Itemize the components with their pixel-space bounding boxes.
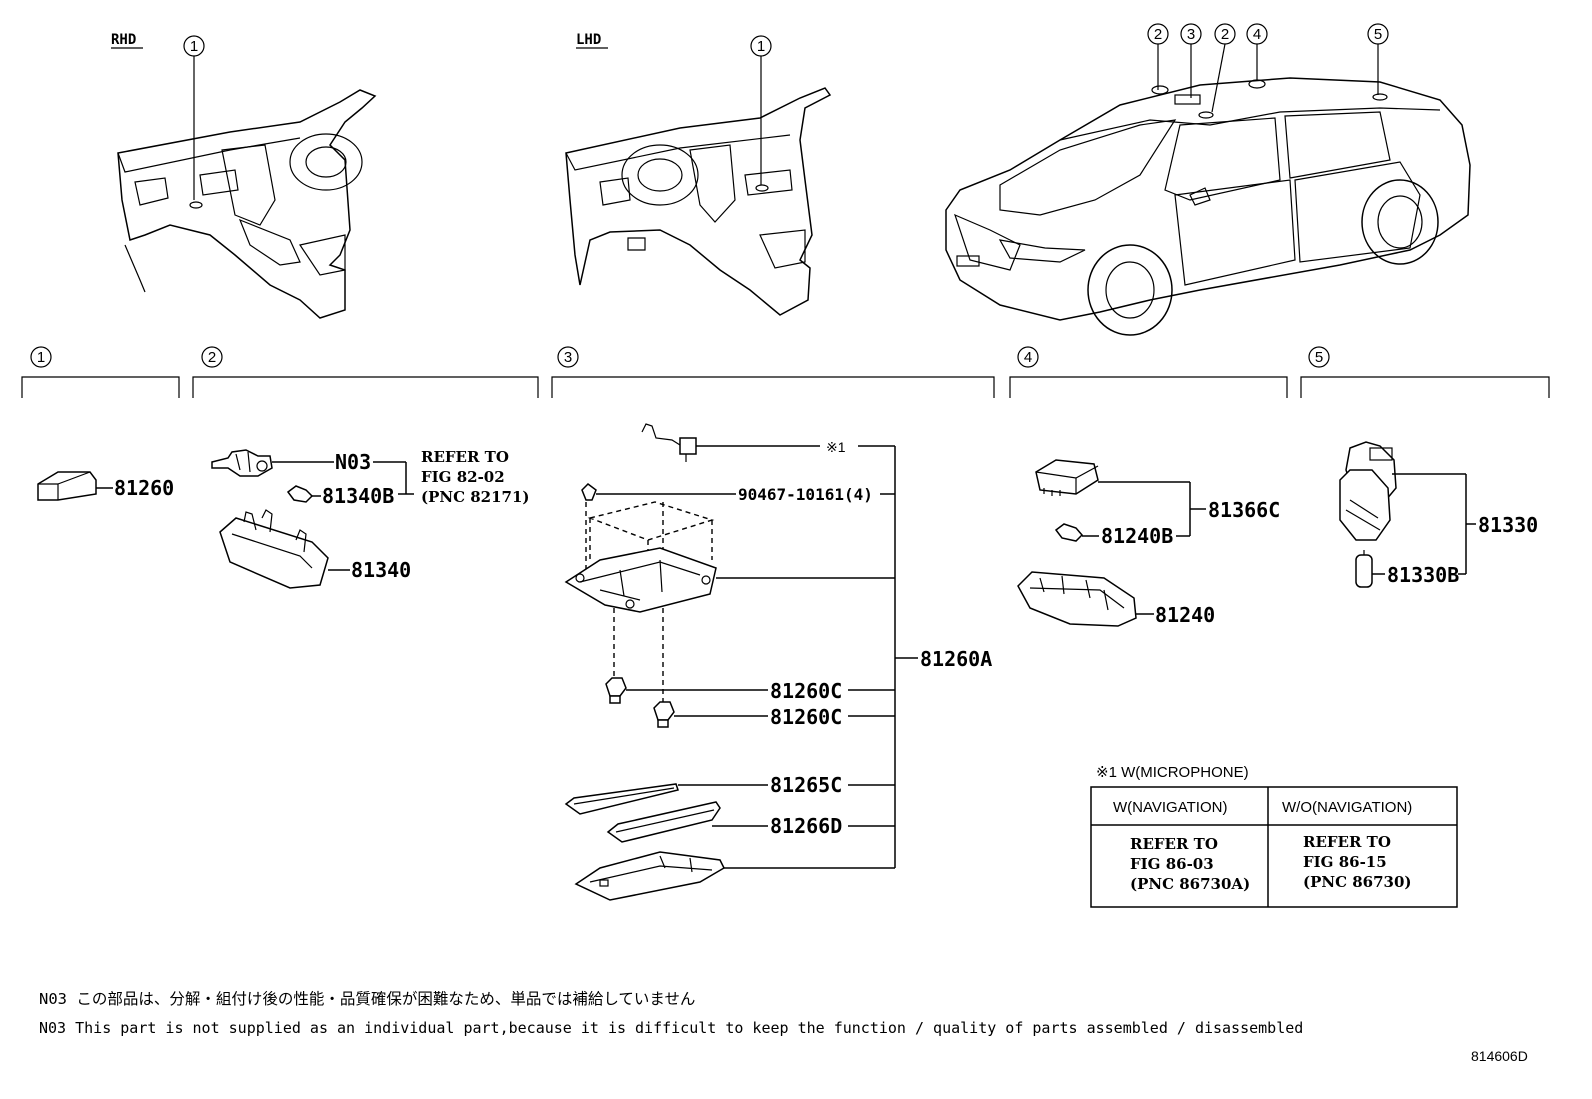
label-81240b: 81240B [1101, 524, 1173, 548]
part-81260a-cover [574, 851, 725, 901]
svg-text:1: 1 [757, 38, 765, 55]
label-81266d: 81266D [770, 814, 842, 838]
svg-text:2: 2 [1221, 26, 1229, 43]
lhd-callout-1: 1 [750, 35, 772, 185]
label-81330: 81330 [1478, 513, 1538, 537]
label-90467: 90467-10161(4) [738, 485, 873, 504]
part-81330b-bulb [1355, 550, 1373, 588]
footnote-english: N03 This part is not supplied as an indi… [39, 1019, 1303, 1037]
refer-1-line1: REFER TO [421, 448, 509, 466]
table-col2-header: W/O(NAVIGATION) [1282, 799, 1412, 816]
table-caption: ※1 W(MICROPHONE) [1096, 764, 1249, 781]
part-81260c-bulb-1 [605, 677, 627, 704]
rhd-dashboard-view: RHD 1 [111, 32, 377, 319]
rhd-callout-1: 1 [183, 35, 205, 200]
part-81260-lamp [37, 471, 97, 501]
part-81260c-bulb-2 [653, 701, 675, 728]
label-81340b: 81340B [322, 484, 394, 508]
label-81260c-1: 81260C [770, 679, 842, 703]
lhd-label: LHD [576, 32, 601, 48]
label-81240: 81240 [1155, 603, 1215, 627]
section-1-callout: 1 [37, 349, 45, 366]
part-n03-socket [211, 449, 273, 477]
section-4-callout: 4 [1024, 349, 1032, 366]
section-5-parts: 81330B 81330 [1339, 441, 1538, 588]
section-4-parts: 81240B 81366C 81240 [1017, 459, 1280, 627]
label-n03: N03 [335, 450, 371, 474]
refer-1-line2: FIG 82-02 [421, 468, 505, 486]
part-90467-clip [581, 483, 597, 501]
diagram-code: 814606D [1471, 1048, 1528, 1064]
table-col1-line2: FIG 86-03 [1130, 855, 1214, 873]
note-mark-1: ※1 [826, 439, 846, 455]
part-81240b-bulb [1054, 523, 1084, 542]
lhd-dashboard-view: LHD 1 [565, 32, 832, 316]
svg-text:2: 2 [1154, 26, 1162, 43]
svg-text:3: 3 [1187, 26, 1195, 43]
label-81330b: 81330B [1387, 563, 1459, 587]
table-col1-header: W(NAVIGATION) [1113, 799, 1227, 816]
label-81265c: 81265C [770, 773, 842, 797]
section-3-parts: ※1 90467-10161(4) 81260C [564, 423, 992, 901]
section-5-callout: 5 [1315, 349, 1323, 366]
part-81266d-lens [606, 801, 721, 843]
table-col1-line3: (PNC 86730A) [1130, 875, 1250, 893]
vehicle-view: 2 3 2 4 5 [945, 23, 1471, 336]
part-81265c-lens [564, 783, 679, 815]
section-2-callout: 2 [208, 349, 216, 366]
footnote-japanese: N03 この部品は、分解・組付け後の性能・品質確保が困難なため、単品では補給して… [39, 990, 695, 1008]
table-col2-line2: FIG 86-15 [1303, 853, 1387, 871]
part-81340-lens [219, 509, 329, 589]
microphone-reference-table: ※1 W(MICROPHONE) W(NAVIGATION) W/O(NAVIG… [1090, 764, 1458, 908]
rhd-label: RHD [111, 32, 136, 48]
section-3-callout: 3 [564, 349, 572, 366]
label-81260a: 81260A [920, 647, 992, 671]
section-brackets: 1 2 3 4 5 [21, 346, 1550, 398]
label-81366c: 81366C [1208, 498, 1280, 522]
part-81330-lamp [1339, 441, 1397, 541]
section-2-parts: N03 81340B REFER TO FIG 82-02 (PNC 82171… [211, 448, 530, 589]
part-81260a-housing [564, 547, 717, 613]
part-81366c-switch [1035, 459, 1099, 496]
table-col1-line1: REFER TO [1130, 835, 1218, 853]
table-col2-line3: (PNC 86730) [1303, 873, 1412, 891]
refer-1-line3: (PNC 82171) [421, 488, 530, 506]
label-81340: 81340 [351, 558, 411, 582]
section-1-parts: 81260 [37, 471, 174, 501]
svg-text:5: 5 [1374, 26, 1382, 43]
svg-text:4: 4 [1253, 26, 1261, 43]
svg-text:1: 1 [190, 38, 198, 55]
label-81260c-2: 81260C [770, 705, 842, 729]
vehicle-callouts: 2 3 2 4 5 [1147, 23, 1389, 113]
part-81240-lens [1017, 571, 1137, 627]
label-81260: 81260 [114, 476, 174, 500]
part-microphone-harness [641, 423, 697, 462]
table-col2-line1: REFER TO [1303, 833, 1391, 851]
part-81340b-bulb [286, 485, 314, 503]
